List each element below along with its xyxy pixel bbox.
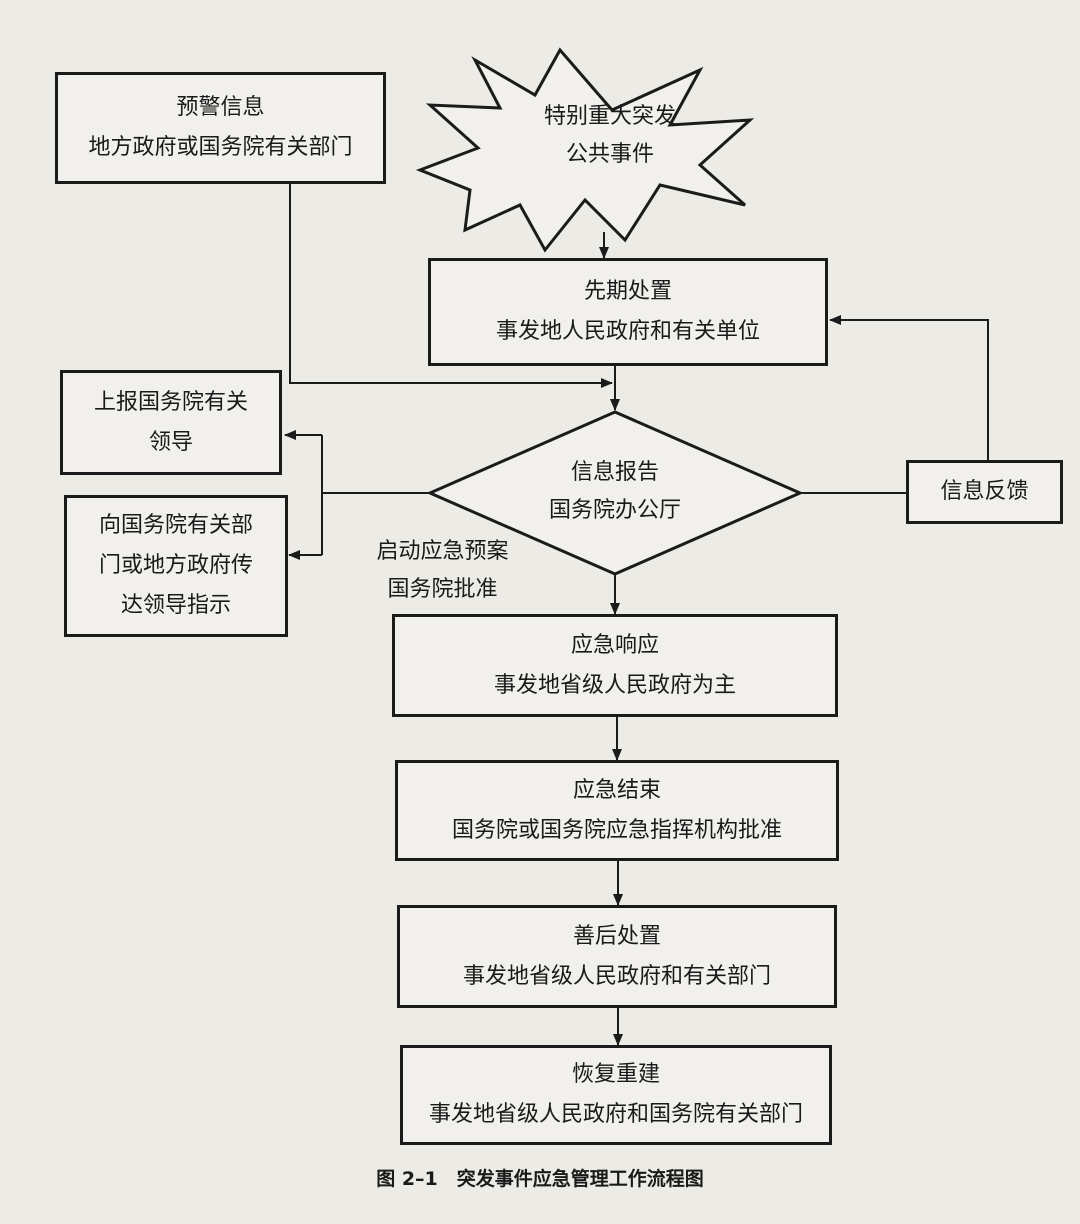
aftermath-subtitle: 事发地省级人民政府和有关部门 (462, 963, 771, 989)
info-report-title: 信息报告 (570, 460, 659, 485)
activate-plan-line2: 国务院批准 (387, 577, 498, 602)
initial-disposal-subtitle: 事发地人民政府和有关单位 (495, 319, 760, 344)
report-leaders-line2: 领导 (148, 429, 193, 455)
info-report-subtitle: 国务院办公厅 (548, 498, 681, 523)
convey-instructions-line2: 门或地方政府传 (98, 553, 253, 578)
initial-disposal-box: 先期处置 事发地人民政府和有关单位 (428, 258, 828, 366)
convey-instructions-line3: 达领导指示 (120, 593, 231, 618)
arrow-feedback-to-disposal (829, 315, 989, 460)
activate-plan-line1: 启动应急预案 (376, 539, 509, 564)
aftermath-box: 善后处置 事发地省级人民政府和有关部门 (397, 905, 837, 1008)
emergency-response-subtitle: 事发地省级人民政府为主 (493, 672, 736, 698)
emergency-response-box: 应急响应 事发地省级人民政府为主 (392, 614, 838, 717)
info-feedback-label: 信息反馈 (940, 479, 1029, 504)
info-feedback-box: 信息反馈 (906, 460, 1063, 524)
recovery-box: 恢复重建 事发地省级人民政府和国务院有关部门 (400, 1045, 832, 1145)
initial-disposal-title: 先期处置 (583, 279, 672, 304)
event-burst-shape (415, 47, 755, 253)
info-report-text: 信息报告 国务院办公厅 (515, 454, 715, 530)
emergency-response-title: 应急响应 (570, 632, 659, 658)
activate-plan-text: 启动应急预案 国务院批准 (355, 533, 530, 609)
recovery-subtitle: 事发地省级人民政府和国务院有关部门 (428, 1102, 803, 1127)
recovery-title: 恢复重建 (571, 1062, 660, 1087)
emergency-end-title: 应急结束 (572, 777, 661, 803)
event-burst-text: 特别重大突发 公共事件 (510, 98, 710, 174)
report-leaders-box: 上报国务院有关 领导 (60, 370, 282, 475)
event-burst-line1: 特别重大突发 (543, 104, 676, 129)
emergency-end-subtitle: 国务院或国务院应急指挥机构批准 (451, 817, 782, 843)
emergency-end-box: 应急结束 国务院或国务院应急指挥机构批准 (395, 760, 839, 861)
convey-instructions-box: 向国务院有关部 门或地方政府传 达领导指示 (64, 495, 288, 637)
warning-subtitle: 地方政府或国务院有关部门 (88, 135, 353, 160)
figure-caption: 图 2–1 突发事件应急管理工作流程图 (376, 1168, 704, 1190)
event-burst-line2: 公共事件 (565, 142, 654, 167)
warning-box: 预警信息 地方政府或国务院有关部门 (55, 72, 386, 184)
warning-title: 预警信息 (176, 95, 265, 120)
report-leaders-line1: 上报国务院有关 (93, 389, 248, 415)
convey-instructions-line1: 向国务院有关部 (98, 513, 253, 538)
arrow-warning-to-report (289, 183, 613, 388)
aftermath-title: 善后处置 (572, 923, 661, 949)
